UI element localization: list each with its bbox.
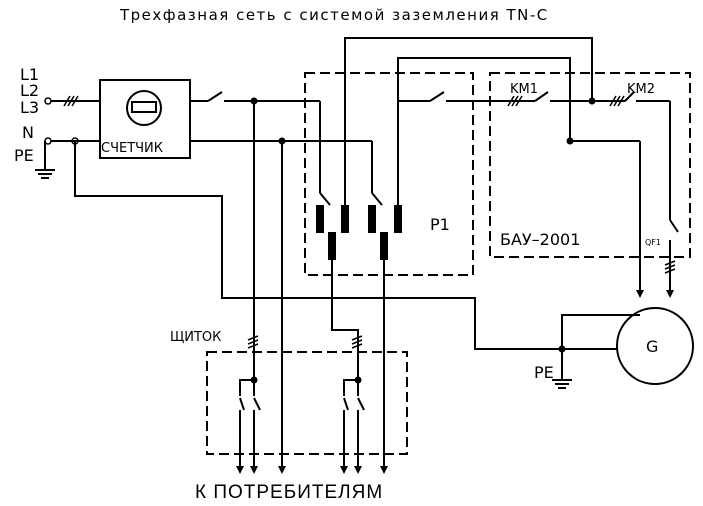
bau-box	[489, 72, 691, 258]
consumer-arrows	[236, 466, 388, 474]
phase-terminal	[44, 97, 52, 105]
consumers-label: К ПОТРЕБИТЕЛЯМ	[195, 482, 383, 503]
qf1-label: QF1	[645, 238, 661, 247]
qf1-switch	[669, 219, 679, 233]
ground-symbol-right	[552, 349, 572, 389]
three-phase-marker	[63, 95, 79, 107]
meter-box	[99, 79, 191, 159]
km1-phase-marker	[507, 95, 523, 107]
label-l2: L2	[20, 81, 39, 100]
p1-box	[304, 72, 474, 276]
bau-label: БАУ–2001	[500, 230, 580, 249]
label-l1: L1	[20, 65, 39, 84]
ground-symbol-left	[35, 141, 55, 179]
panel-phase-markers	[247, 335, 363, 349]
p1-label: P1	[430, 215, 450, 234]
generator-label: G	[646, 337, 658, 356]
panel-label: ЩИТОК	[170, 330, 221, 345]
pe-line	[74, 141, 562, 350]
meter-label: СЧЕТЧИК	[101, 141, 163, 156]
meter-window	[131, 101, 157, 113]
km1-label: KM1	[510, 82, 538, 97]
label-n: N	[22, 123, 34, 142]
label-l3: L3	[20, 98, 39, 117]
label-pe-left: PE	[14, 146, 34, 165]
main-switch	[207, 91, 223, 102]
generator-symbol	[616, 307, 694, 385]
transfer-switch-contacts	[316, 192, 402, 260]
km2-phase-marker	[609, 95, 625, 107]
diagram-title: Трехфазная сеть с системой заземления TN…	[119, 6, 549, 24]
label-pe-right: PE	[534, 363, 554, 382]
meter-dial	[126, 90, 162, 126]
panel-box	[206, 351, 408, 455]
qf1-phase-marker	[664, 260, 676, 274]
